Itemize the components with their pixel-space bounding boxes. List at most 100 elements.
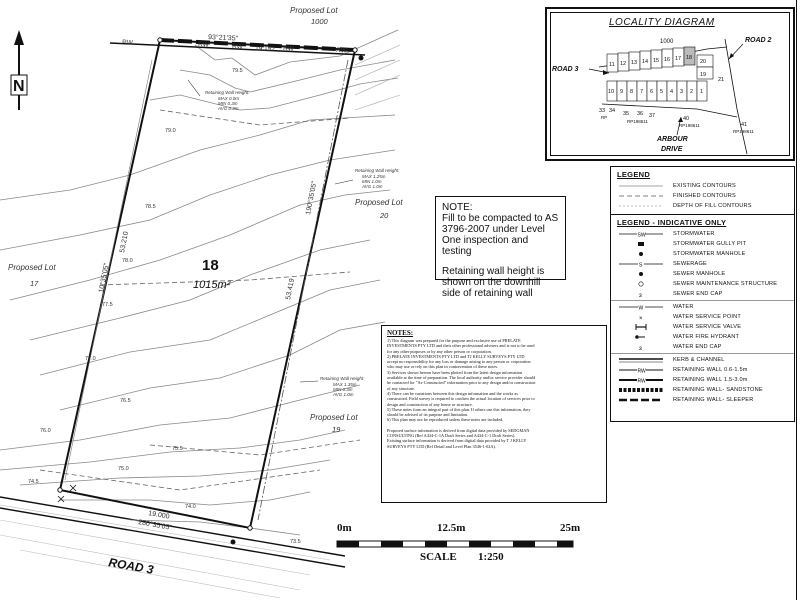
svg-text:S: S [639, 263, 643, 269]
fill-note-body: Fill to be compacted to AS 3796-2007 und… [442, 213, 559, 257]
notes-line: for any other purposes or by any other p… [387, 348, 492, 354]
svg-text:MIN 0.3m: MIN 0.3m [333, 387, 353, 392]
svg-text:ROAD 2: ROAD 2 [745, 37, 772, 44]
notes-box: NOTES: 1) This diagram was prepared for … [381, 325, 607, 503]
notes-line: 5) These notes form an integral part of … [387, 406, 531, 412]
svg-text:21: 21 [718, 77, 724, 83]
notes-line: accept no responsibility for any loss or… [387, 359, 531, 365]
bearing-north: 93°21'35" [208, 33, 239, 43]
leader-2 [334, 179, 354, 185]
svg-text:79.0: 79.0 [165, 128, 176, 134]
lot-1000-number: 1000 [311, 17, 329, 26]
legend-row: ɜ WATER END CAP [639, 344, 722, 352]
svg-text:ɜ: ɜ [639, 293, 642, 299]
svg-text:6: 6 [650, 89, 653, 95]
svg-text:75.5: 75.5 [172, 446, 183, 452]
lot-19-label: Proposed Lot [310, 413, 358, 422]
leader-1 [187, 79, 201, 97]
locality-diagram: LOCALITY DIAGRAM 1000 11 12 13 14 15 16 … [545, 7, 795, 161]
dim-north: 19.152 [255, 45, 276, 53]
svg-text:RP198611: RP198611 [733, 129, 754, 134]
retaining-wall-north [159, 38, 356, 52]
legend-row: RETAINING WALL- SANDSTONE [619, 387, 763, 393]
scale-label: SCALE [420, 551, 457, 563]
legend-row: W WATER [619, 304, 694, 312]
lot-1000-label: Proposed Lot [290, 6, 338, 15]
svg-text:78.0: 78.0 [122, 258, 133, 264]
rw-label-1: RW [122, 39, 134, 47]
svg-text:Retaining Wall Height:: Retaining Wall Height: [355, 168, 400, 173]
svg-text:73.5: 73.5 [290, 539, 301, 545]
subject-lot-number: 18 [202, 257, 219, 274]
scale-tick-12-5: 12.5m [437, 522, 466, 534]
svg-text:74.0: 74.0 [185, 504, 196, 510]
notes-line: be contacted for "As-Constructed" inform… [387, 380, 536, 386]
road-shading [0, 504, 331, 599]
legend-row: × WATER SERVICE POINT [639, 314, 742, 322]
svg-text:1: 1 [700, 89, 703, 95]
svg-text:36: 36 [637, 111, 643, 117]
lot-19-number: 19 [332, 425, 341, 434]
svg-text:75.0: 75.0 [118, 466, 129, 472]
svg-text:78.5: 78.5 [145, 204, 156, 210]
svg-text:RP: RP [601, 115, 607, 120]
north-arrow-icon: N [10, 30, 28, 110]
svg-text:3: 3 [680, 89, 683, 95]
svg-text:MAX 1.35m: MAX 1.35m [333, 382, 357, 387]
svg-text:13: 13 [631, 60, 637, 66]
notes-line: constructed. Field survey is required to… [387, 396, 535, 402]
legend-row: ɜ SEWER END CAP [639, 291, 723, 299]
legend-row: SEWER MANHOLE [611, 269, 796, 279]
svg-text:74.5: 74.5 [28, 479, 39, 485]
svg-text:34: 34 [609, 108, 615, 114]
svg-text:AVG 1.0m: AVG 1.0m [332, 392, 354, 397]
notes-line: 6) This plan may not be reproduced unles… [387, 417, 504, 423]
road-name: ROAD 3 [107, 555, 154, 577]
svg-text:DRIVE: DRIVE [661, 146, 683, 153]
svg-text:5: 5 [660, 89, 663, 95]
svg-text:35: 35 [623, 111, 629, 117]
notes-line: 3) Services shown hereon have been plott… [387, 369, 523, 375]
svg-text:MIN 1.0m: MIN 1.0m [362, 179, 382, 184]
notes-heading: NOTES: [387, 329, 414, 337]
svg-text:41: 41 [741, 122, 747, 128]
svg-text:AVG 1.0m: AVG 1.0m [361, 184, 383, 189]
notes-line: should be advised of its purpose and lim… [387, 412, 469, 418]
svg-text:8: 8 [630, 89, 633, 95]
notes-line: of any structure. [387, 385, 416, 391]
legend-row: STORMWATER GULLY PIT [611, 239, 796, 249]
notes-line: 4) There can be variations between this … [387, 390, 518, 396]
rw-label-5: RW [336, 47, 348, 55]
west-wall-line [64, 59, 153, 481]
locality-map: LOCALITY DIAGRAM 1000 11 12 13 14 15 16 … [552, 17, 772, 155]
svg-text:79.5: 79.5 [232, 68, 243, 74]
svg-text:MAX 1.25m: MAX 1.25m [362, 174, 386, 179]
retaining-wall-offset [109, 42, 366, 56]
contour-labels: 79.5 79.0 78.5 78.0 77.5 77.0 76.5 76.0 … [28, 68, 301, 545]
svg-text:AVG 0.3m: AVG 0.3m [217, 106, 239, 111]
legend-row: RW RETAINING WALL 0.6-1.5m [619, 367, 748, 375]
legend-row: RW RETAINING WALL 1.5-3.0m [619, 377, 748, 385]
notes-source-line: Existing surface information is derived … [387, 438, 527, 444]
svg-text:ARBOUR: ARBOUR [656, 136, 688, 143]
notes-line: 2) PRELATE INVESTMENTS PTY LTD and TJ KE… [387, 353, 525, 359]
legend-row: S SEWERAGE [619, 261, 707, 269]
svg-text:W: W [639, 306, 644, 312]
fill-note-heading: NOTE: [442, 202, 473, 213]
road-edge [0, 496, 346, 568]
notes-line: who may use or rely on this plan in cont… [387, 364, 499, 370]
notes-line: INVESTMENTS PTY LTD and their other prof… [387, 343, 535, 349]
lot-17-label: Proposed Lot [8, 263, 56, 272]
svg-text:77.5: 77.5 [102, 302, 113, 308]
svg-text:SW: SW [638, 233, 646, 239]
lot-20-label: Proposed Lot [355, 198, 403, 207]
legend-row: KERB & CHANNEL [619, 357, 725, 363]
east-wall-line [257, 59, 349, 521]
svg-text:1000: 1000 [660, 39, 674, 45]
svg-text:40: 40 [683, 116, 689, 122]
scale-ratio: 1:250 [478, 551, 504, 563]
legend-row: EXISTING CONTOURS [619, 183, 736, 189]
svg-text:4: 4 [670, 89, 673, 95]
notes-source-line: SURVEYS PTY LTD (Ref Detail and Level Pl… [387, 443, 497, 449]
